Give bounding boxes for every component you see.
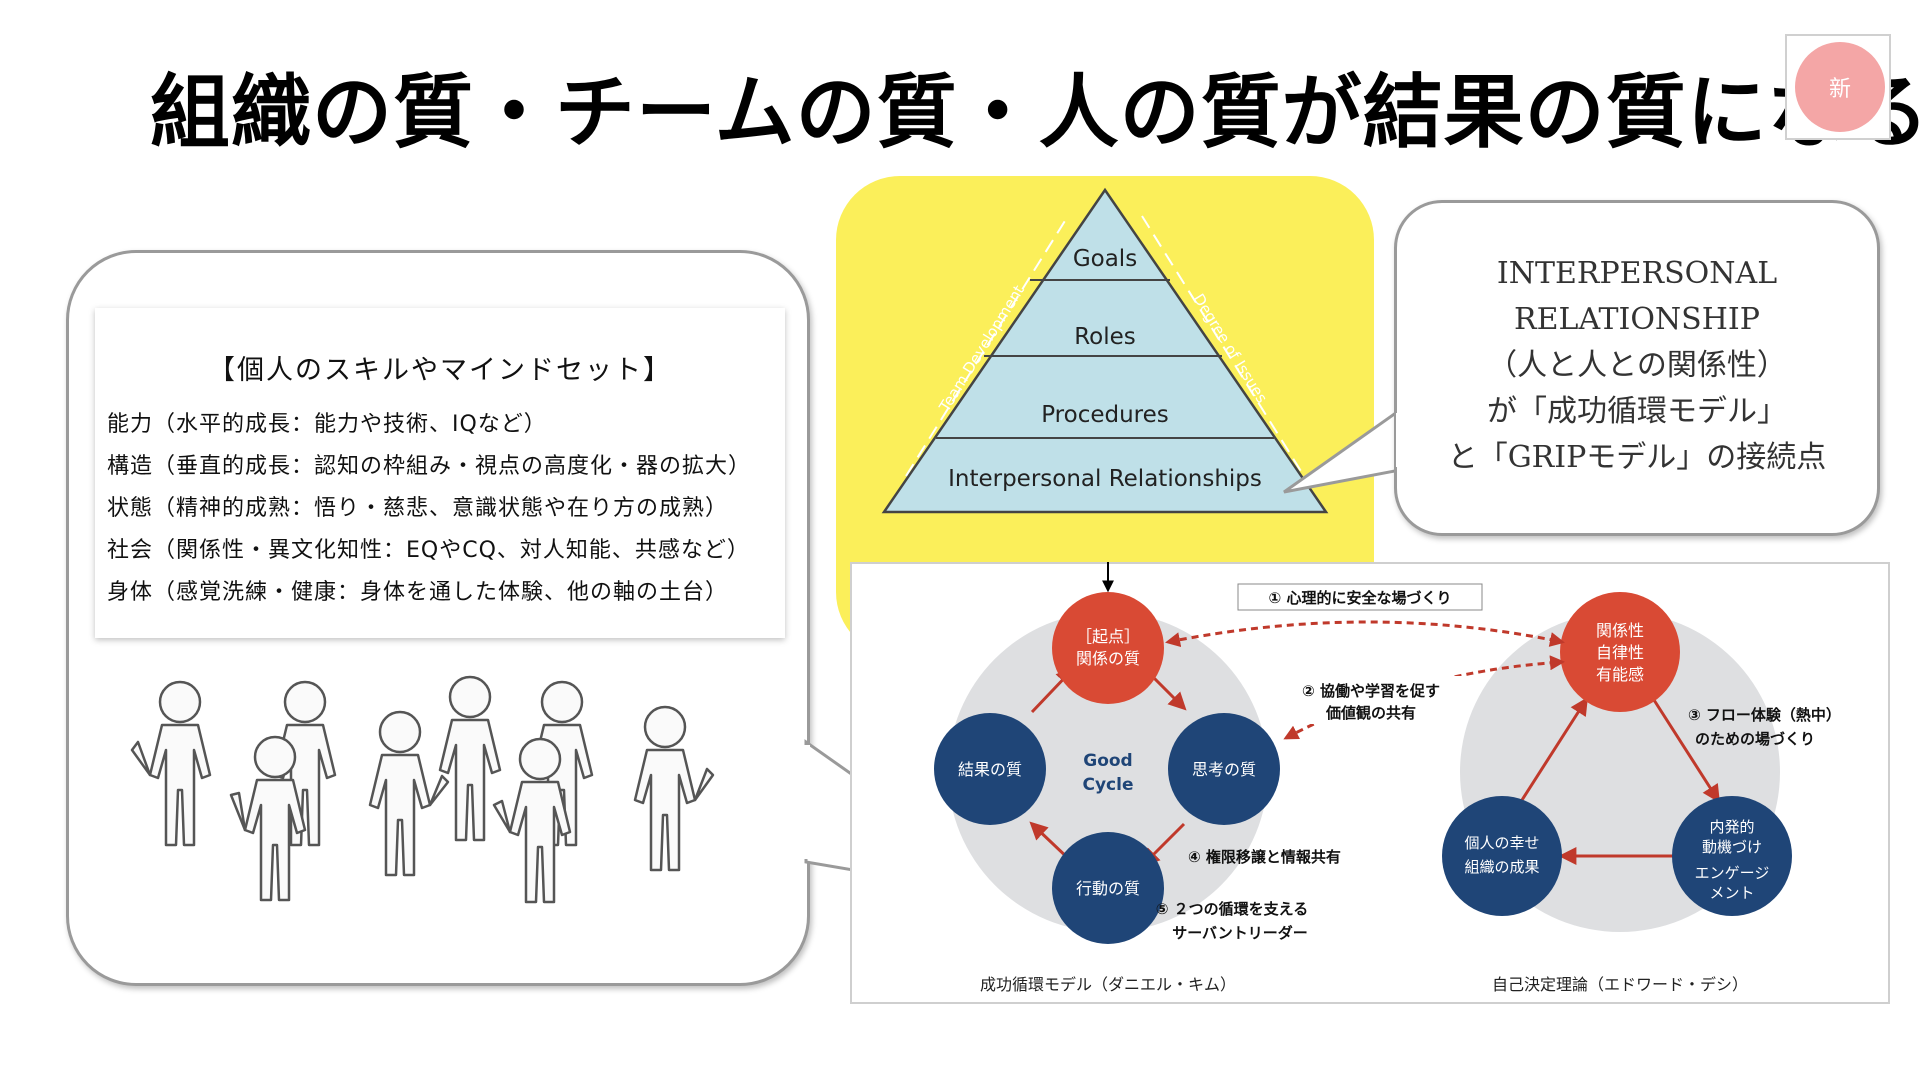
callout-line-3: （人と人との関係性） <box>1487 348 1787 383</box>
sdt-arrow-left-up <box>1520 696 1588 801</box>
person-figure-1 <box>130 680 212 847</box>
node-basic-needs <box>1560 592 1680 712</box>
grip-pyramid: Goals Roles Procedures Interpersonal Rel… <box>881 187 1329 514</box>
person-figure-5 <box>438 675 502 842</box>
pyramid-left-arrow-line <box>905 215 1069 477</box>
person-figure-4 <box>368 710 450 877</box>
left-bubble-tail-joint <box>800 745 810 859</box>
node-intrinsic-3: エンゲージ <box>1695 864 1770 882</box>
skills-list: 能力（水平的成長：能力や技術、IQなど） 構造（垂直的成長：認知の枠組み・視点の… <box>107 404 751 614</box>
pyramid-level-roles: Roles <box>1074 324 1136 350</box>
node-intrinsic-motivation <box>1672 796 1792 916</box>
pyramid-level-goals: Goals <box>1073 246 1137 272</box>
callout-tail-joint <box>1396 413 1404 467</box>
link-5-line-1: ⑤ ２つの循環を支える <box>1156 900 1308 918</box>
pyramid-level-relationships: Interpersonal Relationships <box>948 466 1262 492</box>
node-basic-needs-3: 有能感 <box>1596 665 1644 684</box>
person-figure-3 <box>229 735 307 902</box>
node-relationship-start: ［起点］ <box>1076 627 1140 646</box>
callout-line-1: INTERPERSONAL <box>1496 256 1778 291</box>
callout-text: INTERPERSONAL RELATIONSHIP （人と人との関係性） が「… <box>1397 251 1877 481</box>
skill-item-state: 状態（精神的成熟：悟り・慈悲、意識状態や在り方の成熟） <box>107 496 729 521</box>
pyramid-level-procedures: Procedures <box>1041 402 1169 428</box>
callout-line-4: が「成功循環モデル」 <box>1487 394 1787 429</box>
node-intrinsic-2: 動機づけ <box>1702 838 1762 856</box>
link-4-label: ④ 権限移譲と情報共有 <box>1188 848 1341 866</box>
person-figure-7 <box>492 737 572 904</box>
node-basic-needs-2: 自律性 <box>1596 643 1644 662</box>
pyramid-right-arrow-line <box>1141 215 1305 477</box>
node-thinking-label: 思考の質 <box>1192 760 1256 779</box>
new-badge-frame: 新 <box>1785 34 1891 140</box>
models-diagram: ［起点］ 関係の質 思考の質 行動の質 結果の質 Good Cycle 関係性 … <box>934 562 1841 994</box>
node-relationship-label: 関係の質 <box>1076 649 1140 668</box>
node-intrinsic-1: 内発的 <box>1709 818 1754 836</box>
node-action-label: 行動の質 <box>1076 879 1140 898</box>
link-2-line-1: ② 協働や学習を促す <box>1302 682 1440 700</box>
page-title: 組織の質・チームの質・人の質が結果の質になる <box>150 66 1920 159</box>
sdt-caption: 自己決定理論（エドワード・デシ） <box>1492 975 1748 994</box>
node-thinking-quality <box>1168 713 1280 825</box>
callout-line-5: と「GRIPモデル」の接続点 <box>1447 440 1827 475</box>
link-2-line-2: 価値観の共有 <box>1325 704 1416 722</box>
link-3-line-1: ③ フロー体験（熱中） <box>1688 706 1841 724</box>
link-3-line-2: のための場づくり <box>1695 730 1815 748</box>
link-1-dashed <box>1165 620 1565 648</box>
node-wellbeing-results <box>1442 796 1562 916</box>
link-1-label: ① 心理的に安全な場づくり <box>1269 589 1452 607</box>
skill-item-body: 身体（感覚洗練・健康：身体を通した体験、他の軸の土台） <box>107 580 729 605</box>
people-illustration <box>130 675 715 904</box>
node-result-quality <box>934 713 1046 825</box>
node-intrinsic-4: メント <box>1709 884 1754 902</box>
skills-card: 【個人のスキルやマインドセット】 能力（水平的成長：能力や技術、IQなど） 構造… <box>95 308 785 638</box>
success-cycle-caption: 成功循環モデル（ダニエル・キム） <box>980 975 1236 994</box>
node-wellbeing-2: 組織の成果 <box>1464 858 1539 876</box>
relationship-callout: INTERPERSONAL RELATIONSHIP （人と人との関係性） が「… <box>1394 200 1880 536</box>
success-cycle-circle <box>948 612 1268 932</box>
link-1-box <box>1237 583 1483 611</box>
sdt-arrow-top-to-right <box>1652 699 1720 804</box>
node-relationship-quality <box>1052 592 1164 704</box>
node-action-quality <box>1052 832 1164 944</box>
node-basic-needs-1: 関係性 <box>1596 621 1644 640</box>
new-badge: 新 <box>1795 42 1885 132</box>
link-5-line-2: サーバントリーダー <box>1172 924 1308 942</box>
person-figure-8 <box>633 705 715 872</box>
callout-line-2: RELATIONSHIP <box>1514 302 1760 337</box>
cycle-center-line-1: Good <box>1083 751 1132 771</box>
node-wellbeing-1: 個人の幸せ <box>1464 834 1539 852</box>
skill-item-structure: 構造（垂直的成長：認知の枠組み・視点の高度化・器の拡大） <box>107 454 752 479</box>
skill-item-social: 社会（関係性・異文化知性：EQやCQ、対人知能、共感など） <box>107 538 750 563</box>
link-2-box <box>1280 676 1462 724</box>
cycle-center-line-2: Cycle <box>1083 775 1134 795</box>
skills-heading: 【個人のスキルやマインドセット】 <box>208 355 672 386</box>
pyramid-shape <box>881 187 1329 514</box>
skill-item-ability: 能力（水平的成長：能力や技術、IQなど） <box>107 412 547 437</box>
node-result-label: 結果の質 <box>958 760 1022 779</box>
